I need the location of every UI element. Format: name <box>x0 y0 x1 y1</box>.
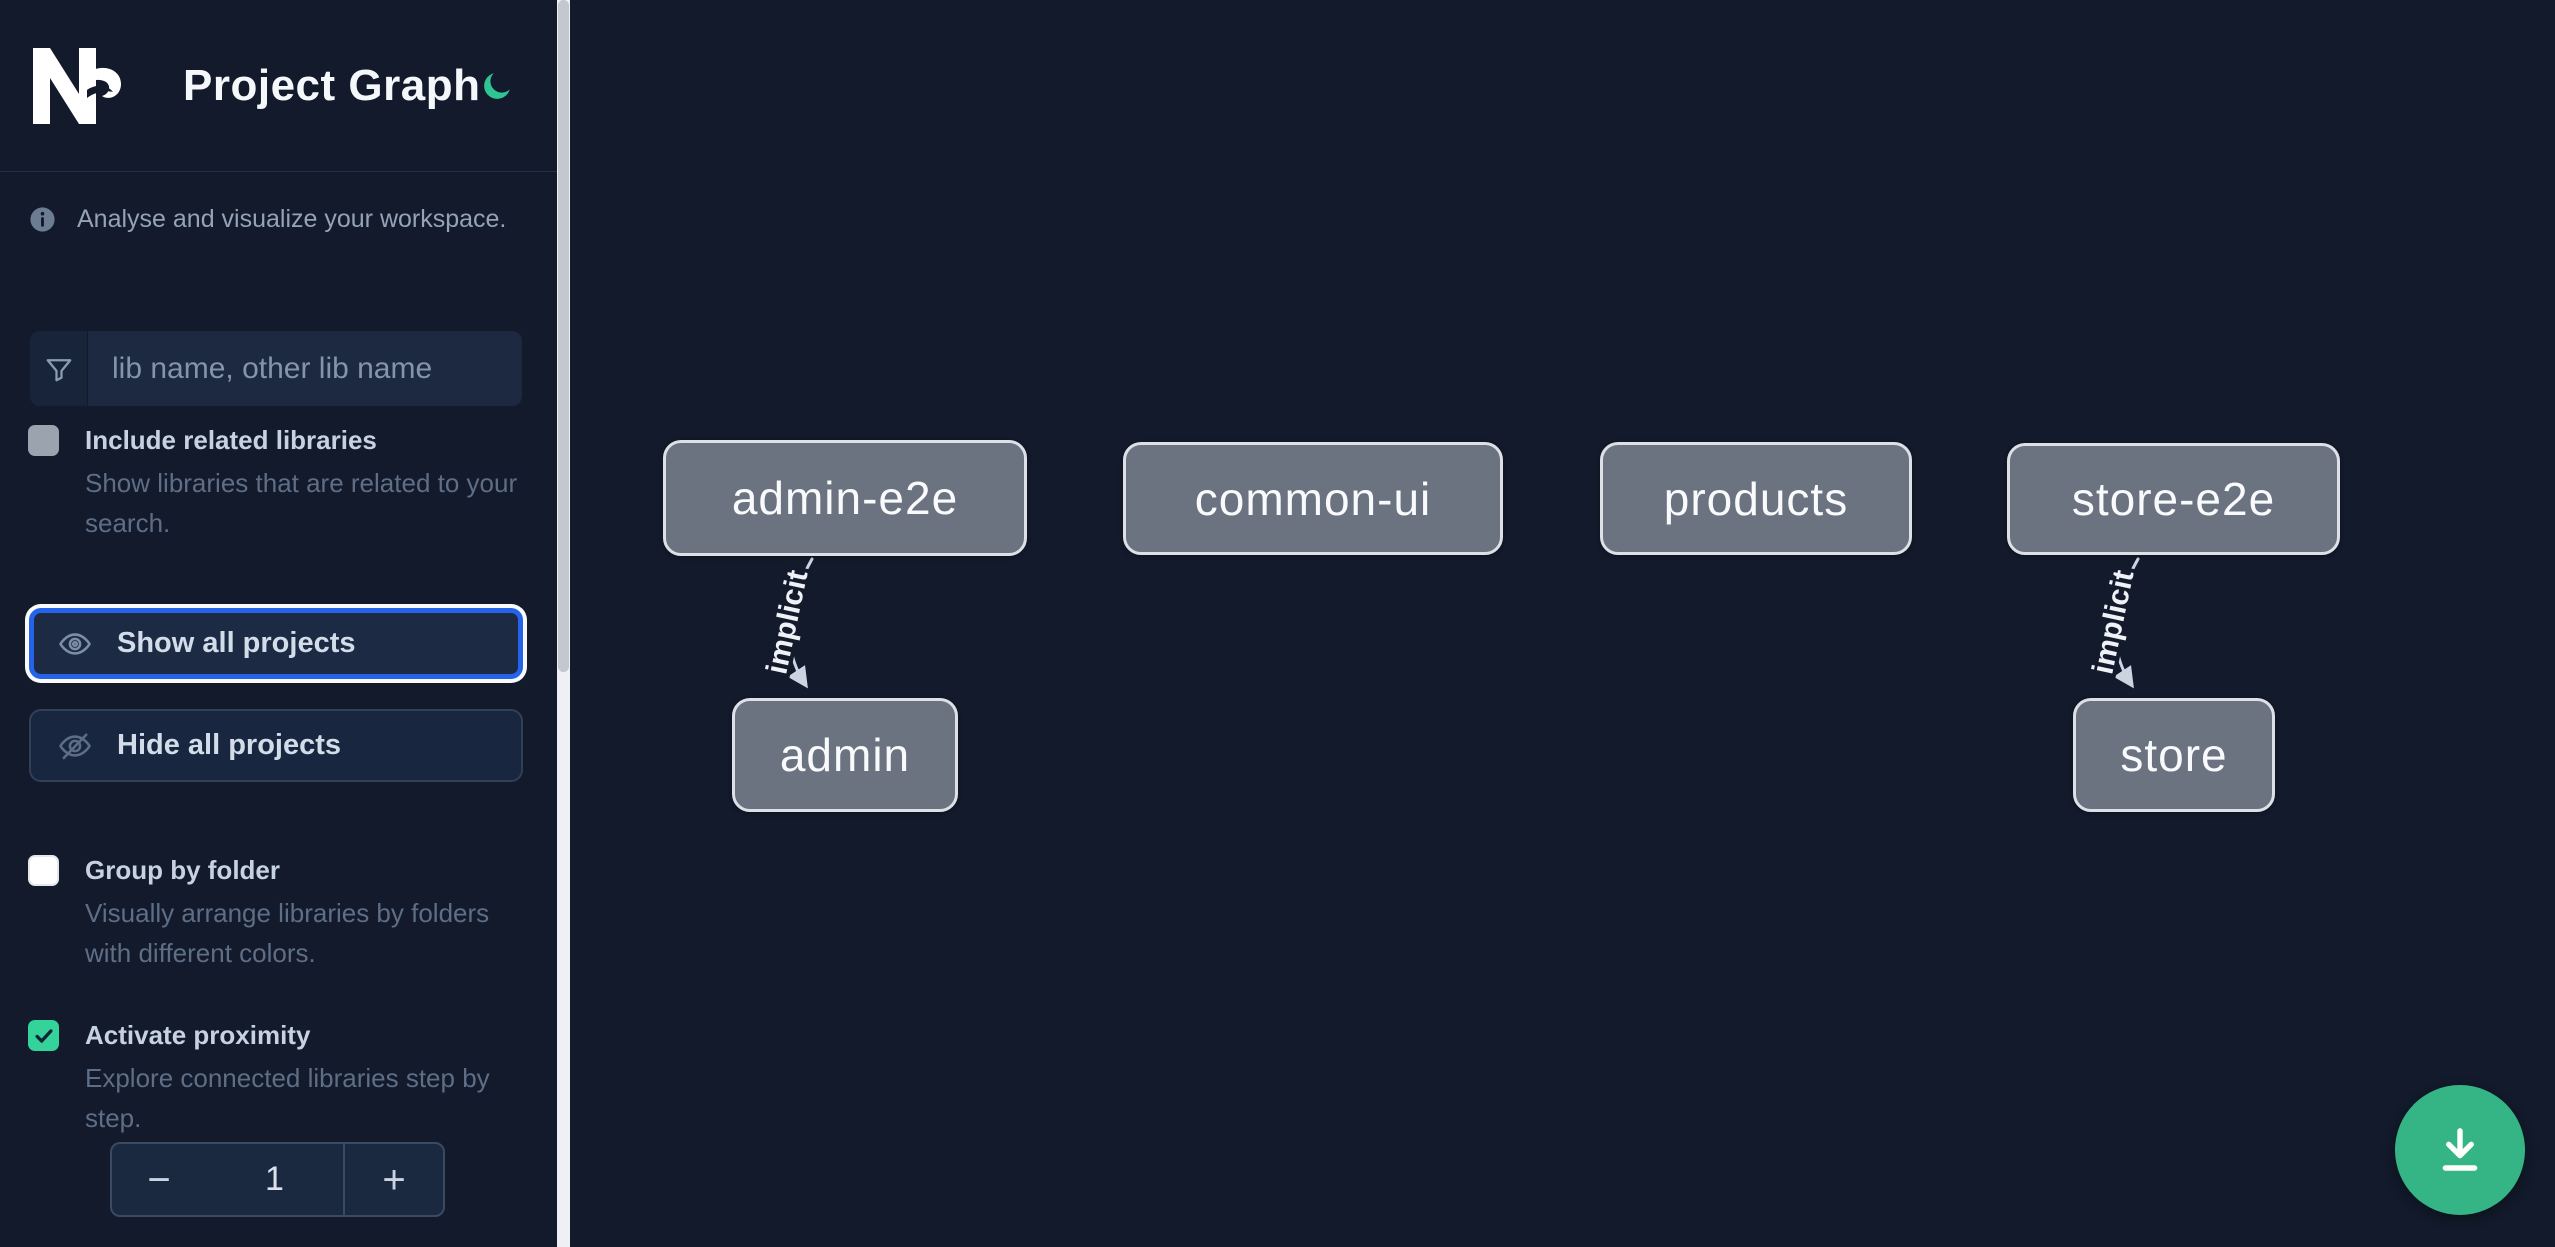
node-store-e2e[interactable]: store-e2e <box>2007 443 2340 555</box>
toggle-description: Explore connected libraries step by step… <box>85 1063 490 1133</box>
graph-canvas[interactable]: implicit implicit admin-e2e common-ui pr… <box>570 0 2555 1247</box>
tagline-row: Analyse and visualize your workspace. <box>28 205 528 234</box>
proximity-depth-stepper: − 1 + <box>110 1142 445 1217</box>
moon-icon <box>484 72 511 99</box>
node-admin-e2e[interactable]: admin-e2e <box>663 440 1027 556</box>
checkbox-group-by-folder[interactable] <box>28 855 59 886</box>
tagline-text: Analyse and visualize your workspace. <box>77 205 507 233</box>
download-graph-button[interactable] <box>2395 1085 2525 1215</box>
edge-label-implicit: implicit <box>2086 567 2140 677</box>
hide-all-projects-label: Hide all projects <box>117 729 342 761</box>
node-store[interactable]: store <box>2073 698 2275 812</box>
toggle-include-related-libraries[interactable]: Include related libraries Show libraries… <box>28 421 528 543</box>
filter-icon <box>46 358 71 381</box>
info-icon <box>30 207 55 232</box>
node-common-ui[interactable]: common-ui <box>1123 442 1503 555</box>
filter-icon-cell <box>30 331 88 406</box>
theme-toggle-button[interactable] <box>480 66 514 106</box>
edge-label-implicit: implicit <box>760 567 814 677</box>
show-all-projects-button[interactable]: Show all projects <box>29 608 523 679</box>
scrollbar-thumb[interactable] <box>558 0 569 672</box>
toggle-activate-proximity[interactable]: Activate proximity Explore connected lib… <box>28 1016 528 1138</box>
search-input[interactable] <box>88 331 522 406</box>
show-all-projects-label: Show all projects <box>117 627 356 659</box>
toggle-description: Visually arrange libraries by folders wi… <box>85 898 490 968</box>
edge-store-e2e-to-store <box>2112 557 2140 689</box>
eye-off-icon <box>59 732 91 759</box>
edge-admin-e2e-to-admin <box>786 557 814 689</box>
toggle-label: Activate proximity <box>85 1020 311 1050</box>
toggle-label: Include related libraries <box>85 425 377 455</box>
checkbox-activate-proximity[interactable] <box>28 1020 59 1051</box>
graph-edges: implicit implicit <box>756 557 2145 689</box>
toggle-label: Group by folder <box>85 855 280 885</box>
check-icon <box>34 1028 53 1043</box>
proximity-depth-value[interactable]: 1 <box>206 1144 345 1215</box>
checkbox-include-related-libraries[interactable] <box>28 425 59 456</box>
node-admin[interactable]: admin <box>732 698 958 812</box>
hide-all-projects-button[interactable]: Hide all projects <box>29 709 523 782</box>
page-title: Project Graph <box>183 60 481 110</box>
sidebar: Project Graph Analyse and visualize your… <box>0 0 557 1247</box>
toggle-group-by-folder[interactable]: Group by folder Visually arrange librari… <box>28 851 528 973</box>
increment-button[interactable]: + <box>345 1144 443 1215</box>
toggle-description: Show libraries that are related to your … <box>85 468 518 538</box>
search-box <box>30 331 522 406</box>
sidebar-scrollbar[interactable] <box>557 0 570 1247</box>
decrement-button[interactable]: − <box>112 1144 206 1215</box>
nx-logo-icon <box>33 47 121 124</box>
download-icon <box>2442 1128 2478 1171</box>
eye-icon <box>59 632 91 655</box>
node-products[interactable]: products <box>1600 442 1912 555</box>
sidebar-header: Project Graph <box>0 0 557 172</box>
